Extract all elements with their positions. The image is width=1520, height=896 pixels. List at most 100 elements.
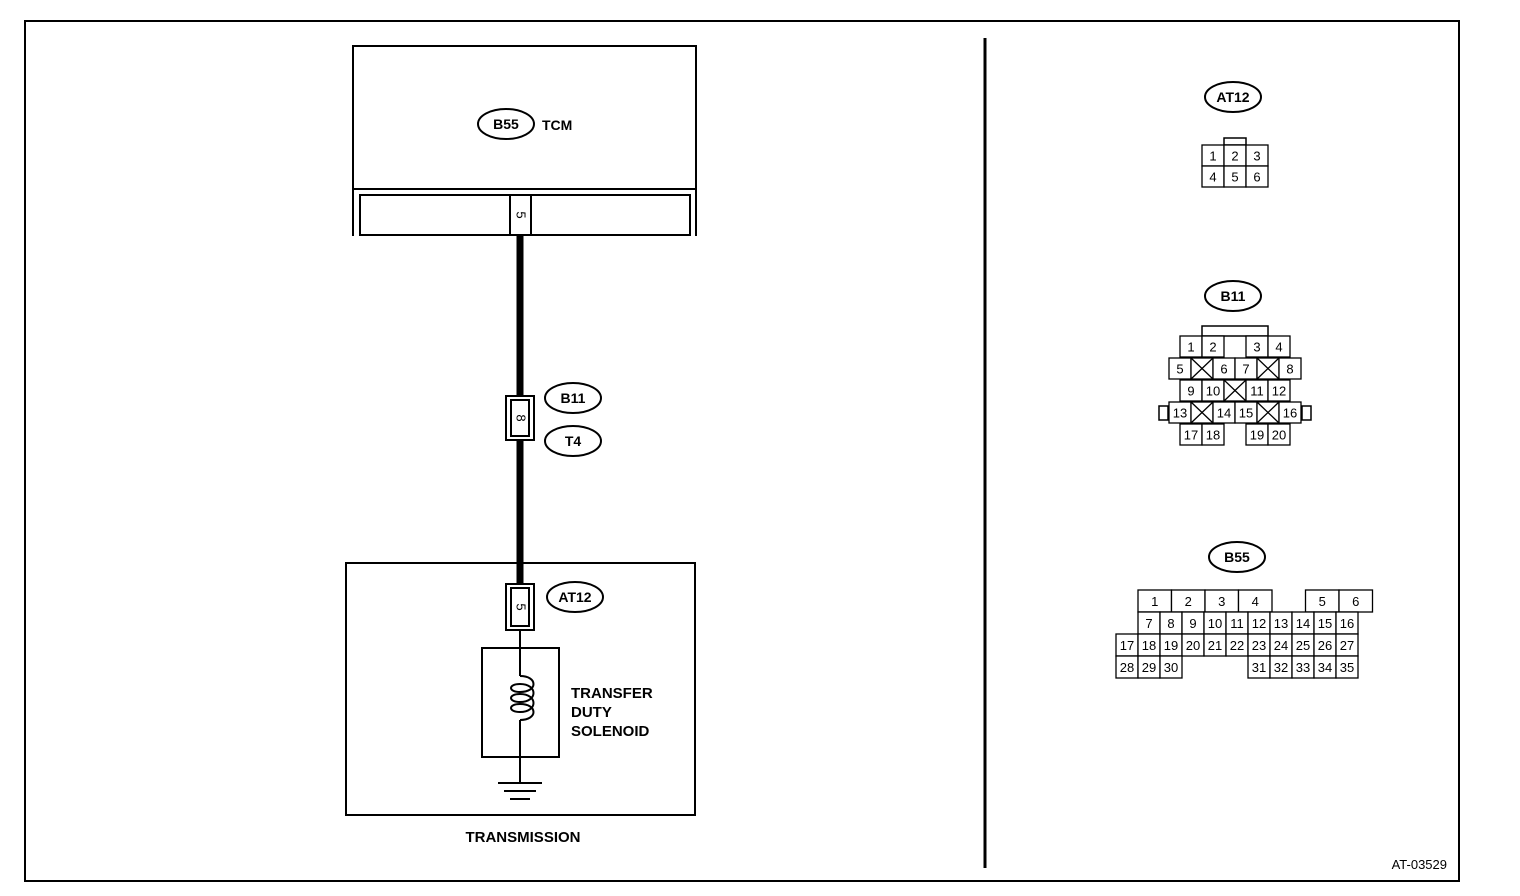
- b55-pin-number: 32: [1274, 660, 1288, 675]
- at12-pin-number: 1: [1209, 149, 1216, 164]
- b55-pin-number: 19: [1164, 638, 1178, 653]
- b55-pin-number: 24: [1274, 638, 1288, 653]
- b11-pin-number: 2: [1209, 340, 1216, 355]
- b55-pin-number: 30: [1164, 660, 1178, 675]
- at12-pin-number: 5: [514, 603, 529, 610]
- b11-pin-cell: [1201, 335, 1225, 358]
- b55-pin-number: 26: [1318, 638, 1332, 653]
- b11-pin-cell: [1278, 357, 1302, 380]
- b11-pin-number: 1: [1187, 340, 1194, 355]
- at12-pin-number: 5: [1231, 170, 1238, 185]
- outer-frame: [24, 20, 1460, 882]
- b55-pin-number: 20: [1186, 638, 1200, 653]
- b11-pin-number: 9: [1187, 384, 1194, 399]
- b55-pin-number: 10: [1208, 616, 1222, 631]
- at12-pin-number: 3: [1253, 149, 1260, 164]
- b55-pin-number: 11: [1230, 616, 1244, 631]
- b55-pin-number: 2: [1185, 594, 1192, 609]
- blank-pin-cross: [1256, 357, 1280, 380]
- at12-badge-label: AT12: [558, 589, 591, 605]
- blank-pin-cross: [1256, 401, 1280, 424]
- inline-connector: 8 B11 T4: [505, 382, 602, 457]
- b11-pin-cell: [1267, 379, 1291, 402]
- b11-pin-number: 4: [1275, 340, 1282, 355]
- b11-pin-cell: [1267, 335, 1291, 358]
- b55-pin-number: 3: [1218, 594, 1225, 609]
- b11-pin-cell: [1267, 423, 1291, 446]
- b55-pin-cell: [1335, 655, 1359, 679]
- at12-face-badge: [1204, 81, 1262, 113]
- b11-pin-number: 8: [1286, 362, 1293, 377]
- ground-icon: [498, 782, 542, 800]
- b11-pin-number: 12: [1272, 384, 1286, 399]
- at12-pin-cell: [1245, 165, 1269, 188]
- b55-pin-number: 18: [1142, 638, 1156, 653]
- b55-pin-number: 15: [1318, 616, 1332, 631]
- b55-face-badge: [1208, 541, 1266, 573]
- tcm-label: TCM: [542, 117, 572, 133]
- transmission-unit: 5 AT12 TRANSFER DUTY SOLENOID: [345, 562, 696, 816]
- solenoid-line-1: TRANSFER: [571, 685, 653, 702]
- b11-pin-number: 17: [1184, 428, 1198, 443]
- tcm-unit: 5 B55 TCM: [352, 45, 697, 236]
- blank-pin-cross: [1190, 357, 1214, 380]
- at12-badge: [546, 581, 604, 613]
- b55-pin-number: 13: [1274, 616, 1288, 631]
- blank-pin-cross: [1223, 379, 1247, 402]
- b55-pin-number: 31: [1252, 660, 1266, 675]
- b11-pin-number: 15: [1239, 406, 1253, 421]
- b55-pin-number: 27: [1340, 638, 1354, 653]
- harness-pin-number: 8: [514, 414, 529, 421]
- b55-pin-number: 23: [1252, 638, 1266, 653]
- b55-pin-number: 29: [1142, 660, 1156, 675]
- b11-pin-number: 16: [1283, 406, 1297, 421]
- b11-pin-cell: [1201, 423, 1225, 446]
- at12-pin-number: 6: [1253, 170, 1260, 185]
- b55-pin-number: 34: [1318, 660, 1332, 675]
- b55-pin-cell: [1159, 655, 1183, 679]
- b55-pin-number: 17: [1120, 638, 1134, 653]
- b11-badge-label: B11: [561, 390, 586, 406]
- transmission-box: [345, 562, 696, 816]
- b11-face-label: B11: [1221, 288, 1246, 304]
- b55-pin-number: 1: [1151, 594, 1158, 609]
- b55-pin-number: 9: [1189, 616, 1196, 631]
- b11-face-badge: [1204, 280, 1262, 312]
- b11-pin-number: 13: [1173, 406, 1187, 421]
- b55-pin-number: 4: [1252, 594, 1259, 609]
- b11-pin-number: 18: [1206, 428, 1220, 443]
- b55-pin-number: 22: [1230, 638, 1244, 653]
- b55-pin-number: 8: [1167, 616, 1174, 631]
- b11-pin-number: 7: [1242, 362, 1249, 377]
- tcm-connector-label: B55: [493, 116, 519, 132]
- b11-pin-number: 20: [1272, 428, 1286, 443]
- b55-pin-number: 25: [1296, 638, 1310, 653]
- t4-badge: [544, 425, 602, 457]
- b55-pin-number: 5: [1319, 594, 1326, 609]
- t4-badge-label: T4: [565, 433, 582, 449]
- b11-pin-cell: [1278, 401, 1302, 424]
- b55-pin-number: 28: [1120, 660, 1134, 675]
- b55-pin-number: 33: [1296, 660, 1310, 675]
- b11-pin-number: 6: [1220, 362, 1227, 377]
- b55-pin-number: 6: [1352, 594, 1359, 609]
- figure-id: AT-03529: [1392, 857, 1447, 872]
- b55-pin-number: 7: [1145, 616, 1152, 631]
- tcm-pin-box: [509, 194, 532, 236]
- at12-pin-number: 2: [1231, 149, 1238, 164]
- tcm-pin-number: 5: [514, 211, 529, 218]
- b11-pin-number: 19: [1250, 428, 1264, 443]
- at12-face-label: AT12: [1216, 89, 1249, 105]
- coil-icon: [510, 675, 535, 721]
- b11-badge: [544, 382, 602, 414]
- solenoid-line-2: DUTY: [571, 704, 612, 721]
- b11-pin-number: 14: [1217, 406, 1231, 421]
- b11-pin-number: 3: [1253, 340, 1260, 355]
- b11-pin-number: 5: [1176, 362, 1183, 377]
- tcm-connector-badge: [477, 108, 535, 140]
